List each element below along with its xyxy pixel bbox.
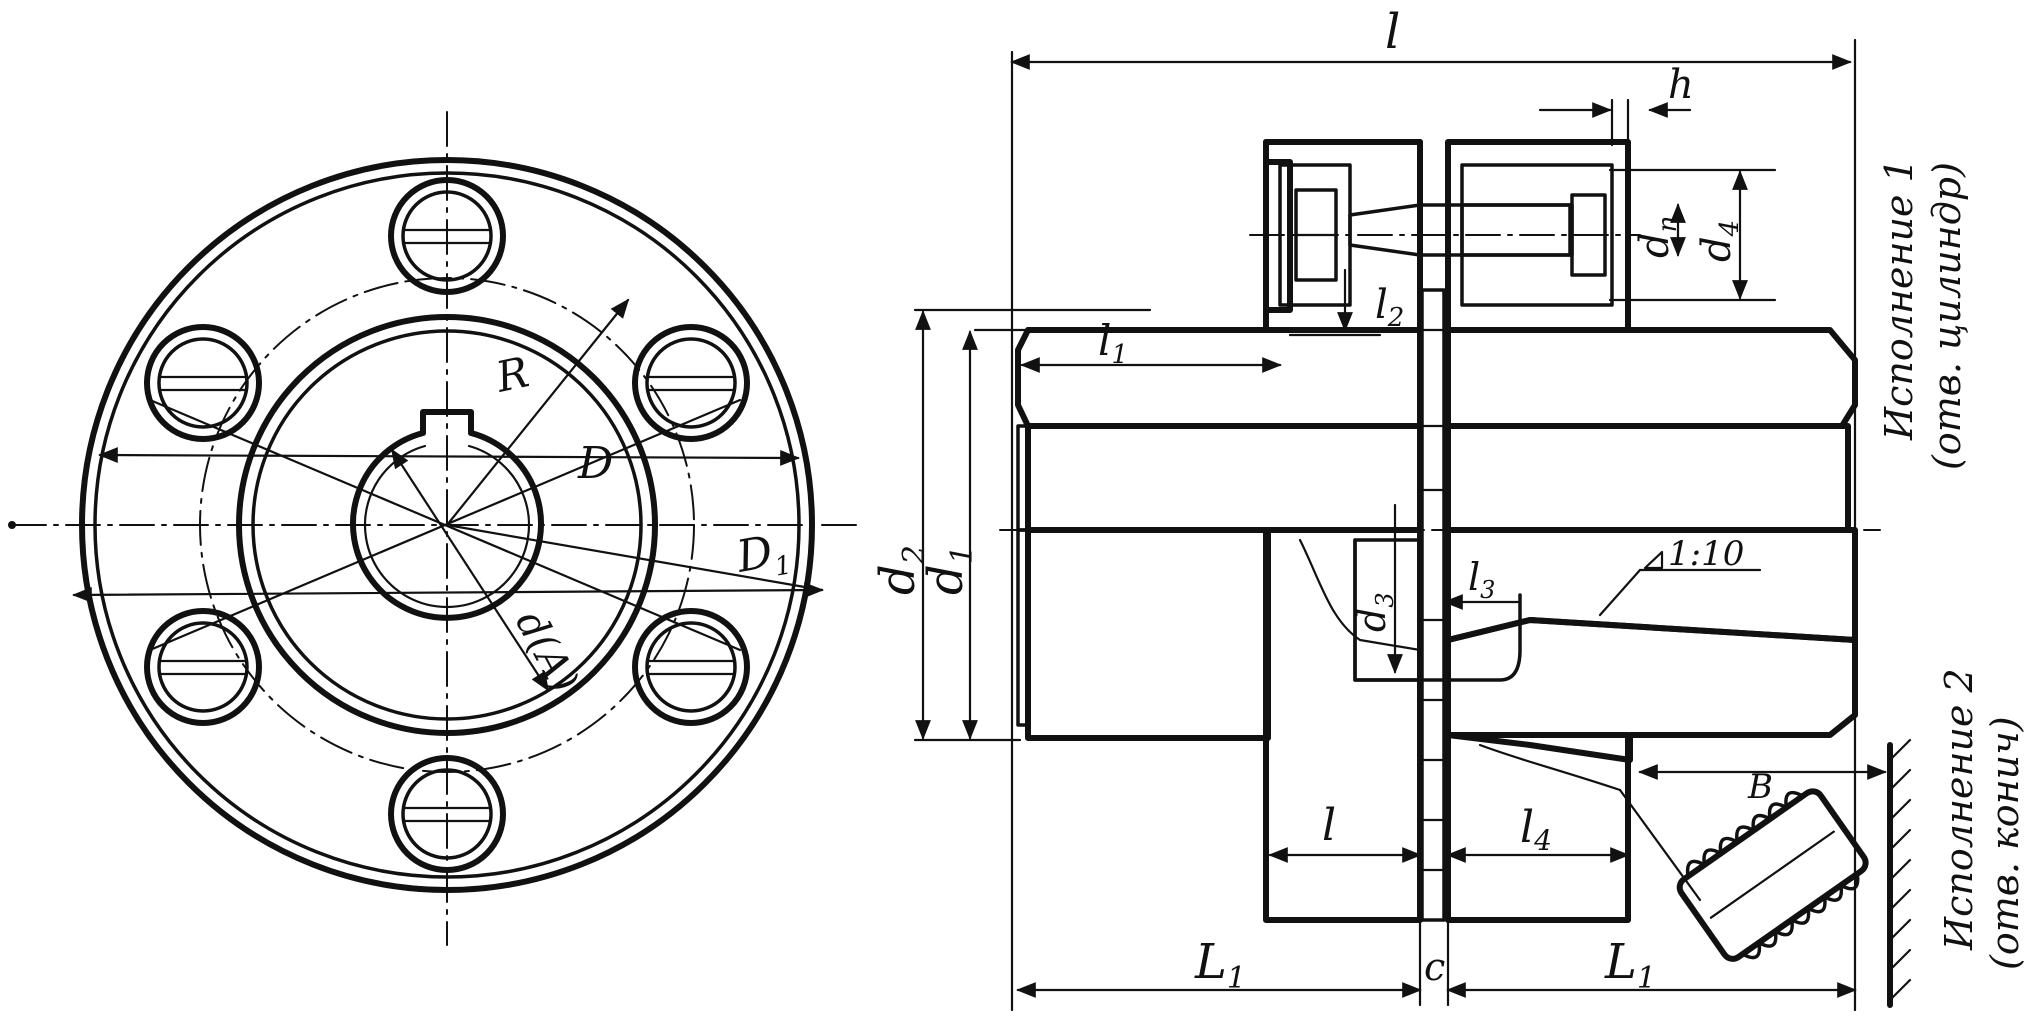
label-c: c [1424, 945, 1445, 989]
label-d3: d3 [1350, 592, 1399, 632]
wall-hatch [1888, 738, 1912, 1002]
label-l2: l2 [1375, 282, 1404, 333]
bolt-bottom [388, 755, 506, 873]
label-dn: dп [1632, 216, 1683, 258]
label-l-top: l [1385, 4, 1400, 60]
label-h: h [1668, 62, 1694, 108]
label-l3: l3 [1468, 555, 1495, 604]
dim-bolt-diag-2 [148, 398, 742, 652]
bolt-upper-right [632, 324, 750, 442]
bolt-top [388, 177, 506, 295]
bolt-lower-right [632, 608, 750, 726]
label-taper: 1:10 [1668, 534, 1744, 574]
front-view: R D D1 d(A) [8, 111, 861, 946]
label-R: R [491, 347, 533, 402]
note-variant1-line2: (отв. цилиндр) [1925, 162, 1969, 470]
label-D1: D1 [732, 524, 794, 589]
right-lower-section [1445, 617, 1858, 763]
left-shaft-lower [1025, 527, 1271, 741]
note-variant1-line1: Исполнение 1 [1877, 158, 1921, 441]
right-bore-body [1445, 423, 1851, 533]
bolt-upper-left [144, 324, 262, 442]
left-flange-upper-section [1263, 139, 1423, 333]
label-L1-right: L1 [1604, 934, 1656, 996]
dim-dA-line [390, 448, 550, 692]
note-variant2-line2: (отв. конич) [1983, 716, 2027, 970]
left-bore-body [1025, 423, 1423, 533]
gap-spacer [1420, 288, 1446, 922]
label-l4: l4 [1520, 802, 1552, 857]
label-d2: d2 [870, 545, 932, 595]
label-B: B [1747, 767, 1773, 807]
left-hub-upper-section [1015, 327, 1423, 429]
right-hub-upper-section [1445, 327, 1858, 429]
note-variant2-line1: Исполнение 2 [1937, 668, 1981, 951]
cone-plug-illustration [1676, 788, 1869, 962]
label-l-bottom: l [1322, 800, 1336, 851]
pin-body [1348, 203, 1572, 257]
label-L1-left: L1 [1194, 934, 1246, 996]
label-l1: l1 [1098, 316, 1128, 370]
label-d4: d4 [1694, 220, 1745, 262]
taper-triangle-icon [1643, 550, 1664, 570]
left-flange-lower [1263, 527, 1423, 923]
dim-D1-line [72, 582, 824, 603]
label-D: D [577, 438, 613, 489]
section-view: l [870, 4, 2027, 1012]
dim-D-line [98, 447, 800, 466]
bolt-lower-left [144, 608, 262, 726]
label-d1: d1 [918, 545, 980, 595]
